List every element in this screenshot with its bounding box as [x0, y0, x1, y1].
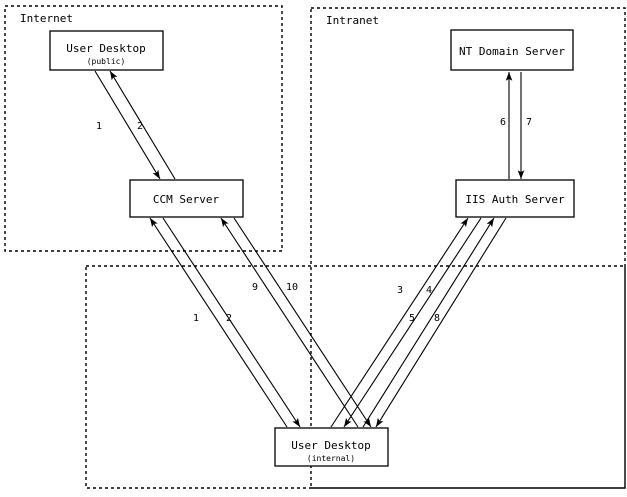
node-iis-auth-server[interactable]: IIS Auth Server: [455, 179, 575, 218]
flow-label-5: 5: [409, 313, 415, 324]
node-user-desktop-internal-box[interactable]: [274, 427, 389, 467]
flow-label-10: 10: [286, 282, 298, 293]
node-user-desktop-internal-sublabel: (internal): [307, 454, 355, 463]
zone-intranet-label: Intranet: [326, 14, 379, 27]
flow-label-9: 9: [252, 282, 258, 293]
node-iis-auth-server-box[interactable]: [455, 179, 575, 218]
flow-line-10: [233, 217, 372, 428]
node-ccm-server-box[interactable]: [129, 179, 244, 218]
flow-line-5: [362, 217, 495, 428]
flow-label-8: 8: [434, 313, 440, 324]
node-user-desktop-public-label: User Desktop: [66, 42, 145, 55]
flow-line-9: [220, 217, 359, 428]
node-nt-domain-server[interactable]: NT Domain Server: [450, 29, 574, 71]
flow-line-2-public: [109, 70, 176, 180]
zone-internet: Internet: [4, 5, 283, 252]
zone-intranet-boundary: [310, 7, 626, 489]
zones-layer: Internet Intranet: [4, 5, 626, 489]
zone-internet-label: Internet: [20, 12, 73, 25]
zone-internal-boundary: [85, 265, 626, 489]
zone-internal: [85, 265, 626, 489]
flow-line-3: [330, 217, 469, 428]
node-iis-auth-server-label: IIS Auth Server: [465, 193, 565, 206]
zone-intranet: Intranet: [310, 7, 626, 489]
flow-line-8: [375, 217, 507, 428]
flow-label-1-internal: 1: [193, 313, 199, 324]
flow-label-7: 7: [526, 117, 532, 128]
flow-label-1-public: 1: [96, 121, 102, 132]
flow-line-2-internal: [162, 217, 301, 428]
flow-line-1-public: [94, 70, 161, 180]
node-nt-domain-server-label: NT Domain Server: [459, 45, 565, 58]
node-user-desktop-public-sublabel: (public): [87, 57, 126, 66]
flow-label-6: 6: [500, 117, 506, 128]
node-user-desktop-public[interactable]: User Desktop (public): [49, 30, 164, 71]
node-nt-domain-server-box[interactable]: [450, 29, 574, 71]
node-ccm-server-label: CCM Server: [153, 193, 220, 206]
zone-internet-boundary: [4, 5, 283, 252]
flow-label-2-public: 2: [137, 121, 143, 132]
nodes-layer: User Desktop (public) CCM Server NT Doma…: [49, 29, 575, 467]
flow-labels-layer: 1 2 1 2 9 10 3 4 5 8 6 7: [96, 117, 532, 324]
node-ccm-server[interactable]: CCM Server: [129, 179, 244, 218]
flows-layer: [94, 70, 525, 428]
node-user-desktop-public-box[interactable]: [49, 30, 164, 71]
flow-label-3: 3: [397, 285, 403, 296]
flow-label-4: 4: [426, 285, 432, 296]
node-user-desktop-internal-label: User Desktop: [291, 439, 370, 452]
node-user-desktop-internal[interactable]: User Desktop (internal): [274, 427, 389, 467]
flow-label-2-internal: 2: [226, 313, 232, 324]
flow-line-4: [343, 217, 482, 428]
flow-line-1-internal: [149, 217, 288, 428]
